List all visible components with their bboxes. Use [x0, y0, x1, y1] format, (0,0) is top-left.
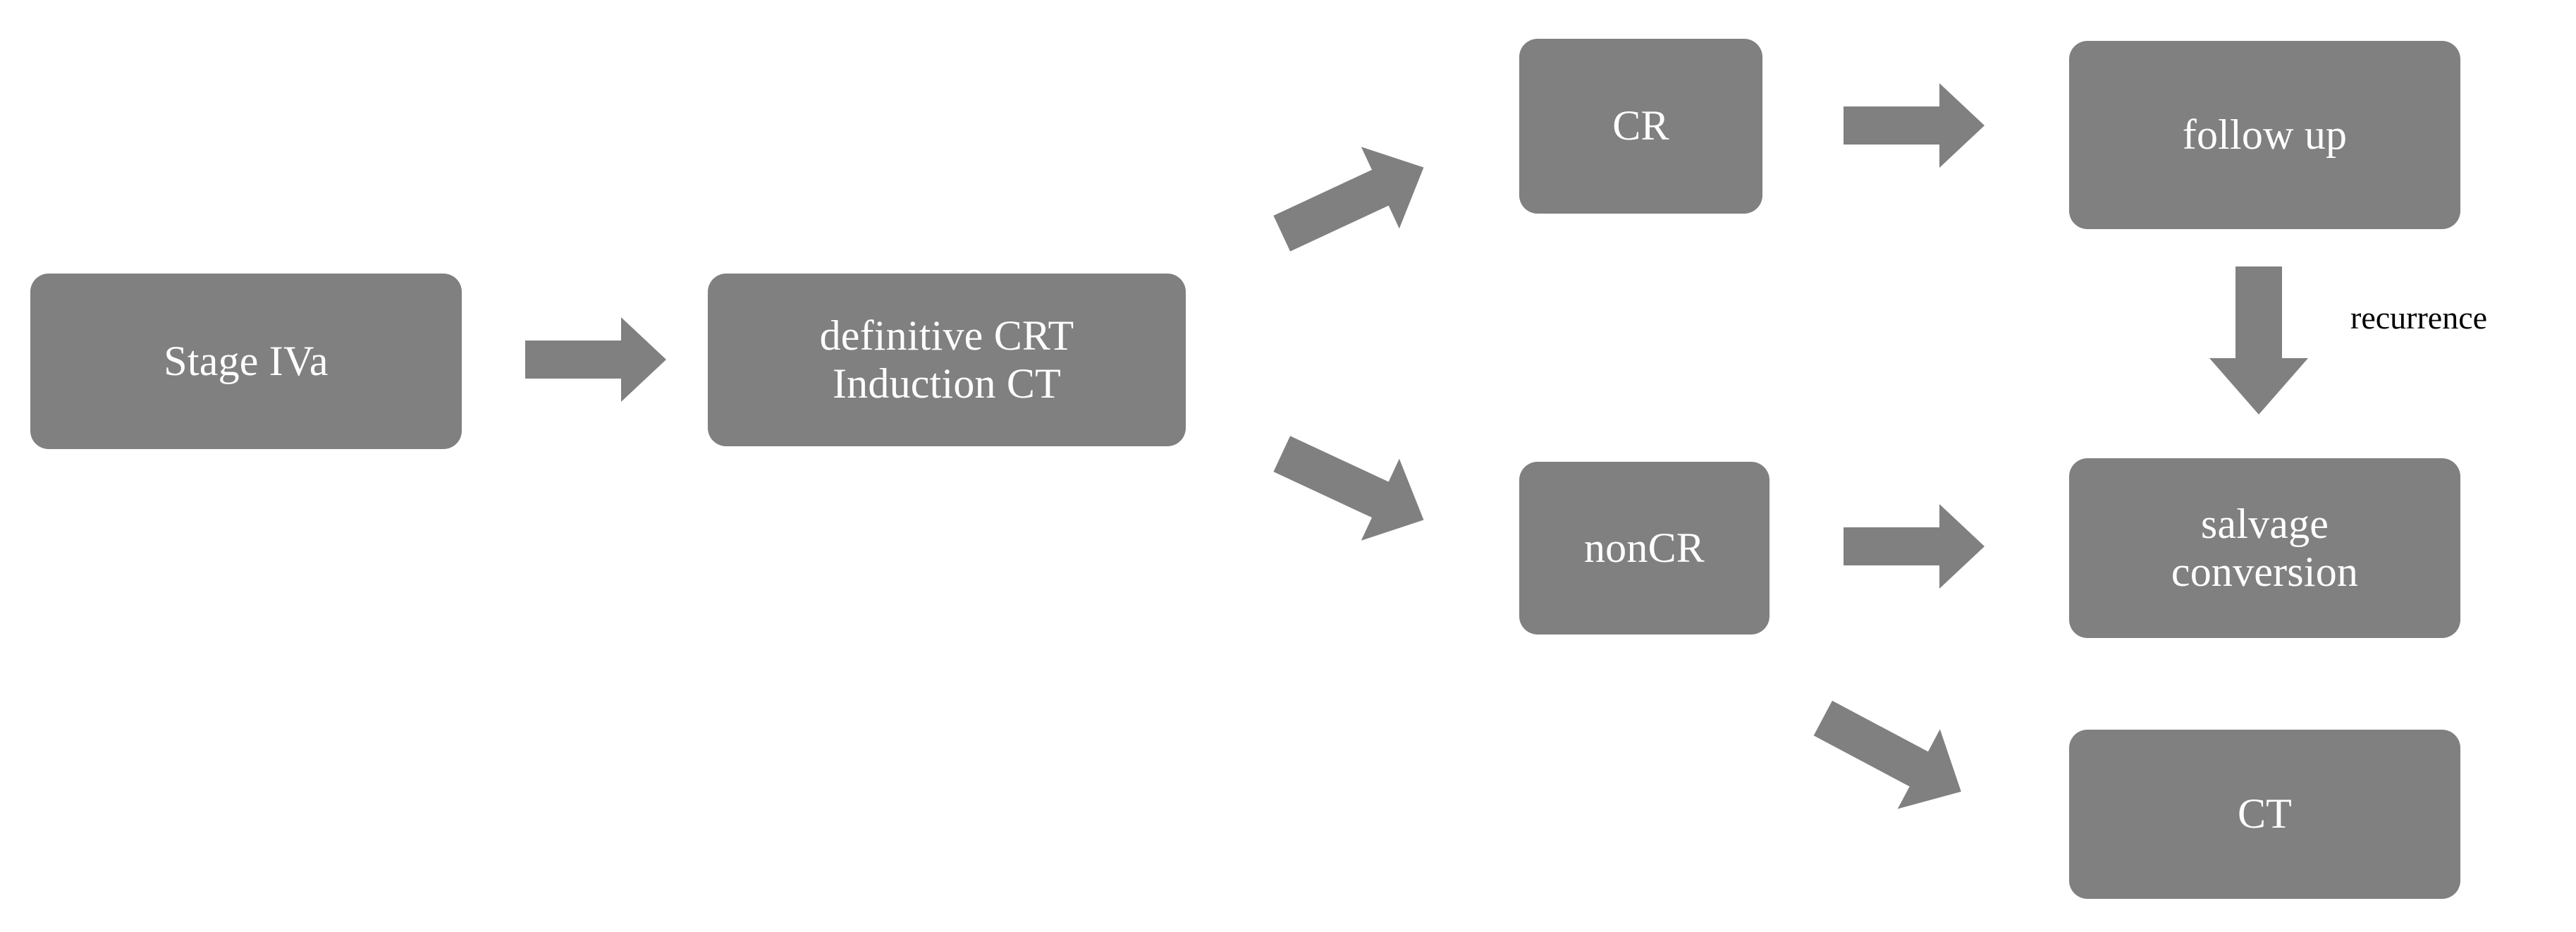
arrow-down-right-icon [1262, 423, 1442, 550]
node-noncr-label: nonCR [1583, 524, 1705, 571]
arrow-down-icon [2209, 266, 2308, 415]
arrow-down-right-icon [1801, 691, 1981, 818]
node-follow-up-label: follow up [2182, 111, 2348, 158]
node-ct: CT [2069, 730, 2460, 899]
node-follow-up: follow up [2069, 41, 2460, 229]
node-cr: CR [1519, 39, 1762, 214]
node-noncr: nonCR [1519, 462, 1770, 634]
node-salvage-conversion-label: salvage conversion [2171, 501, 2359, 595]
node-stage-iva: Stage IVa [30, 274, 462, 449]
node-salvage: salvage conversion [2069, 458, 2460, 638]
node-cr-label: CR [1612, 102, 1669, 149]
node-definitive-crt-label: definitive CRT Induction CT [819, 312, 1074, 407]
edge-label-recurrence: recurrence [2350, 300, 2488, 336]
node-stage-iva-label: Stage IVa [164, 337, 329, 384]
node-ct-label: CT [2237, 790, 2293, 838]
arrow-right-icon [525, 317, 666, 402]
arrow-right-icon [1844, 504, 1985, 589]
arrow-up-right-icon [1262, 137, 1442, 264]
node-definitive-crt: definitive CRT Induction CT [708, 274, 1186, 446]
arrow-right-icon [1844, 83, 1985, 168]
